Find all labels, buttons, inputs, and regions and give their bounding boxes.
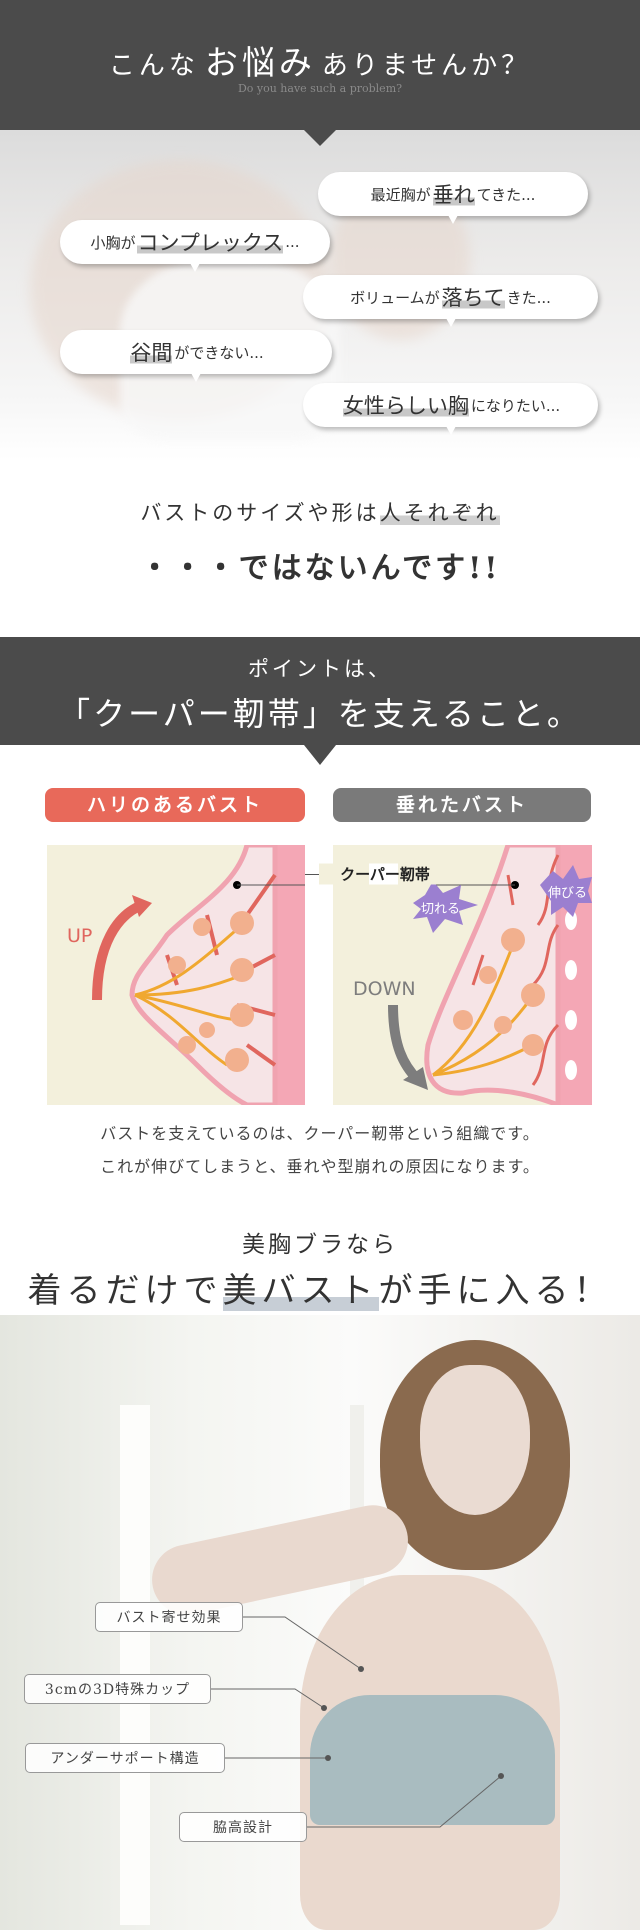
promo-line2: 着るだけで美バストが手に入る！: [0, 1263, 640, 1312]
torn-callout: 切れる: [421, 902, 461, 917]
ligament-label: クーパー靭帯: [319, 863, 451, 885]
title-pre: こんな: [108, 51, 199, 81]
bubble-text: てきた...: [476, 185, 536, 204]
stretched-callout: 伸びる: [548, 886, 588, 901]
point-line2: 「クーパー靭帯」を支えること。: [58, 695, 582, 733]
feature-label: 3cmの3D特殊カップ: [24, 1674, 211, 1704]
statement-line1: バストのサイズや形は人それぞれ: [0, 497, 640, 527]
worry-bubble: 最近胸が垂れてきた...: [318, 172, 588, 224]
bubble-highlight: 垂れ: [432, 179, 475, 209]
model-photo: [0, 1315, 640, 1930]
point-pointer: [304, 745, 336, 765]
title-post: ありませんか？: [321, 51, 532, 81]
worry-bubble: 小胸がコンプレックス...: [60, 220, 330, 272]
promo-text: 着るだけで: [27, 1271, 223, 1311]
bubble-highlight: コンプレックス: [137, 227, 284, 257]
bubble-text: きた...: [506, 288, 551, 307]
worry-bubble: 谷間ができない...: [60, 330, 332, 382]
statement-highlight: 人それぞれ: [379, 501, 500, 525]
up-label: UP: [67, 925, 93, 947]
header-pointer: [304, 130, 336, 146]
sagging-bust-diagram: 切れる 伸びる DOWN: [333, 845, 592, 1105]
bubble-highlight: 落ちて: [441, 282, 505, 312]
header-subtitle: Do you have such a problem?: [237, 82, 403, 95]
bubble-highlight: 女性らしい胸: [342, 390, 469, 420]
bubble-text: ...: [285, 233, 300, 251]
caption-line1: バストを支えているのは、クーパー靭帯という組織です。: [100, 1124, 540, 1143]
model-face: [420, 1365, 530, 1515]
statement-text: バストのサイズや形は: [140, 501, 380, 525]
bubble-text: ができない...: [174, 343, 264, 362]
feature-label: アンダーサポート構造: [25, 1743, 225, 1773]
promo-highlight: 美バスト: [222, 1271, 379, 1311]
feature-label: バスト寄せ効果: [95, 1602, 243, 1632]
promo-line1: 美胸ブラなら: [242, 1232, 398, 1258]
down-label: DOWN: [353, 978, 416, 1000]
feature-label: 脇高設計: [179, 1812, 307, 1842]
header-band: こんなお悩みありませんか？ Do you have such a problem…: [0, 0, 640, 130]
bubble-highlight: 谷間: [130, 337, 173, 367]
bubble-text: になりたい...: [470, 396, 561, 415]
bra: [310, 1695, 555, 1825]
bubble-text: ボリュームが: [350, 288, 440, 307]
bubble-text: 小胸が: [90, 233, 136, 252]
point-band: ポイントは、 「クーパー靭帯」を支えること。: [0, 637, 640, 745]
statement-line2: ・・・ではないんです!!: [139, 551, 501, 586]
header-title: こんなお悩みありませんか？: [0, 36, 640, 84]
point-line1: ポイントは、: [248, 657, 392, 681]
sagging-bust-label: 垂れたバスト: [333, 788, 591, 822]
bubble-text: 最近胸が: [370, 185, 431, 204]
title-emphasis: お悩み: [204, 43, 316, 82]
firm-bust-label: ハリのあるバスト: [45, 788, 305, 822]
worry-bubble: 女性らしい胸になりたい...: [303, 383, 598, 435]
firm-bust-illustration: [92, 845, 305, 1105]
sagging-bust-illustration: [388, 845, 592, 1105]
promo-text: が手に入る！: [378, 1271, 613, 1311]
caption-line2: これが伸びてしまうと、垂れや型崩れの原因になります。: [100, 1157, 540, 1176]
worry-bubble: ボリュームが落ちてきた...: [303, 275, 598, 327]
firm-bust-diagram: UP: [47, 845, 305, 1105]
